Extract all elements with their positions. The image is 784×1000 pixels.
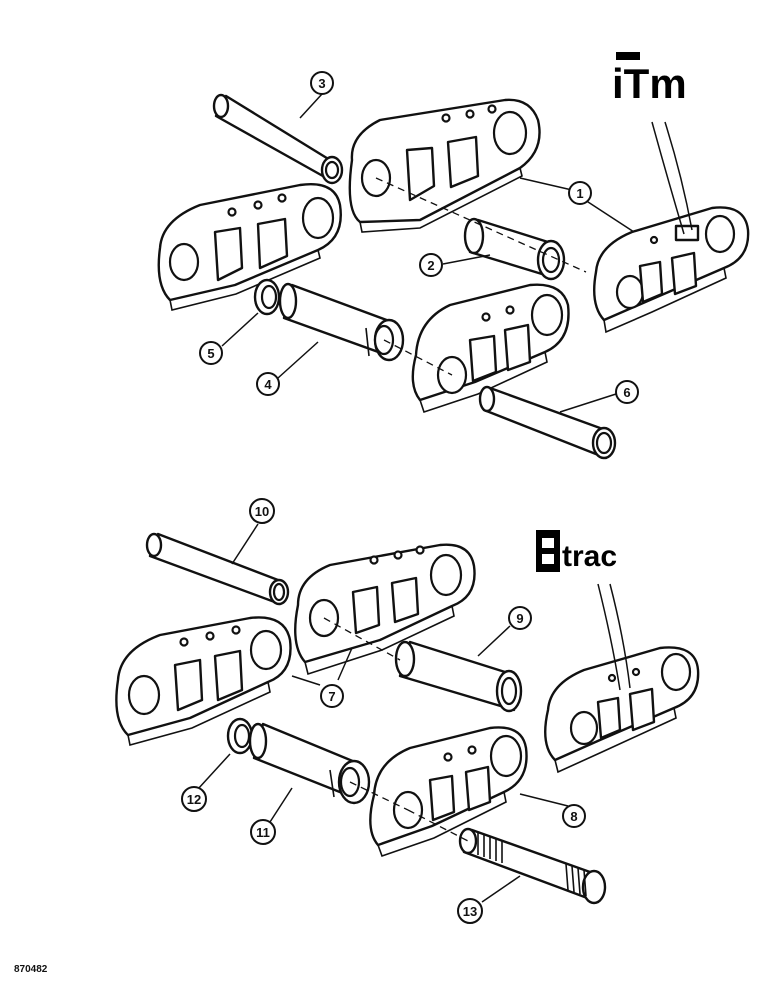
track-link-lower-bottom-center — [369, 726, 528, 858]
track-pin-3 — [212, 93, 344, 185]
itm-logo: iTm — [612, 52, 687, 107]
callout-9: 9 — [508, 606, 532, 630]
callout-7: 7 — [320, 684, 344, 708]
figure-id: 870482 — [14, 964, 48, 975]
callout-10: 10 — [249, 498, 275, 524]
splined-pin-13 — [458, 827, 607, 905]
bushing-11 — [248, 722, 371, 805]
callout-1: 1 — [568, 181, 592, 205]
track-link-top-left — [157, 183, 342, 311]
callout-8-label: 8 — [570, 809, 577, 824]
callout-8: 8 — [562, 804, 586, 828]
callout-4: 4 — [256, 372, 280, 396]
callout-2: 2 — [419, 253, 443, 277]
trac-logo-text: trac — [562, 540, 617, 573]
callout-6-label: 6 — [623, 385, 630, 400]
seal-5 — [253, 278, 281, 316]
bushing-4 — [278, 282, 405, 362]
callout-5-label: 5 — [207, 346, 214, 361]
callout-9-label: 9 — [516, 611, 523, 626]
callout-10-label: 10 — [255, 504, 269, 519]
callout-11: 11 — [250, 819, 276, 845]
trac-logo: trac — [536, 530, 617, 573]
bushing-9 — [394, 640, 523, 713]
bushing-2 — [463, 217, 566, 281]
callout-3-label: 3 — [318, 76, 325, 91]
callout-7-label: 7 — [328, 689, 335, 704]
callout-12: 12 — [181, 786, 207, 812]
callout-13: 13 — [457, 898, 483, 924]
track-link-lower-left — [115, 616, 292, 746]
callout-2-label: 2 — [427, 258, 434, 273]
track-link-top-center — [348, 98, 541, 233]
seal-12 — [226, 717, 254, 755]
callout-4-label: 4 — [264, 377, 272, 392]
bottom-assembly — [115, 523, 700, 905]
callout-13-label: 13 — [463, 904, 477, 919]
callout-3: 3 — [310, 71, 334, 95]
callout-1-label: 1 — [576, 186, 583, 201]
track-pin-10 — [145, 532, 290, 606]
track-pin-6 — [478, 385, 617, 460]
top-assembly — [157, 93, 750, 460]
track-link-lower-right — [544, 646, 700, 774]
itm-logo-text: iTm — [612, 60, 687, 107]
track-link-top-right — [593, 206, 750, 334]
callout-5: 5 — [199, 341, 223, 365]
callout-12-label: 12 — [187, 792, 201, 807]
callout-11-label: 11 — [256, 825, 270, 840]
callout-6: 6 — [615, 380, 639, 404]
